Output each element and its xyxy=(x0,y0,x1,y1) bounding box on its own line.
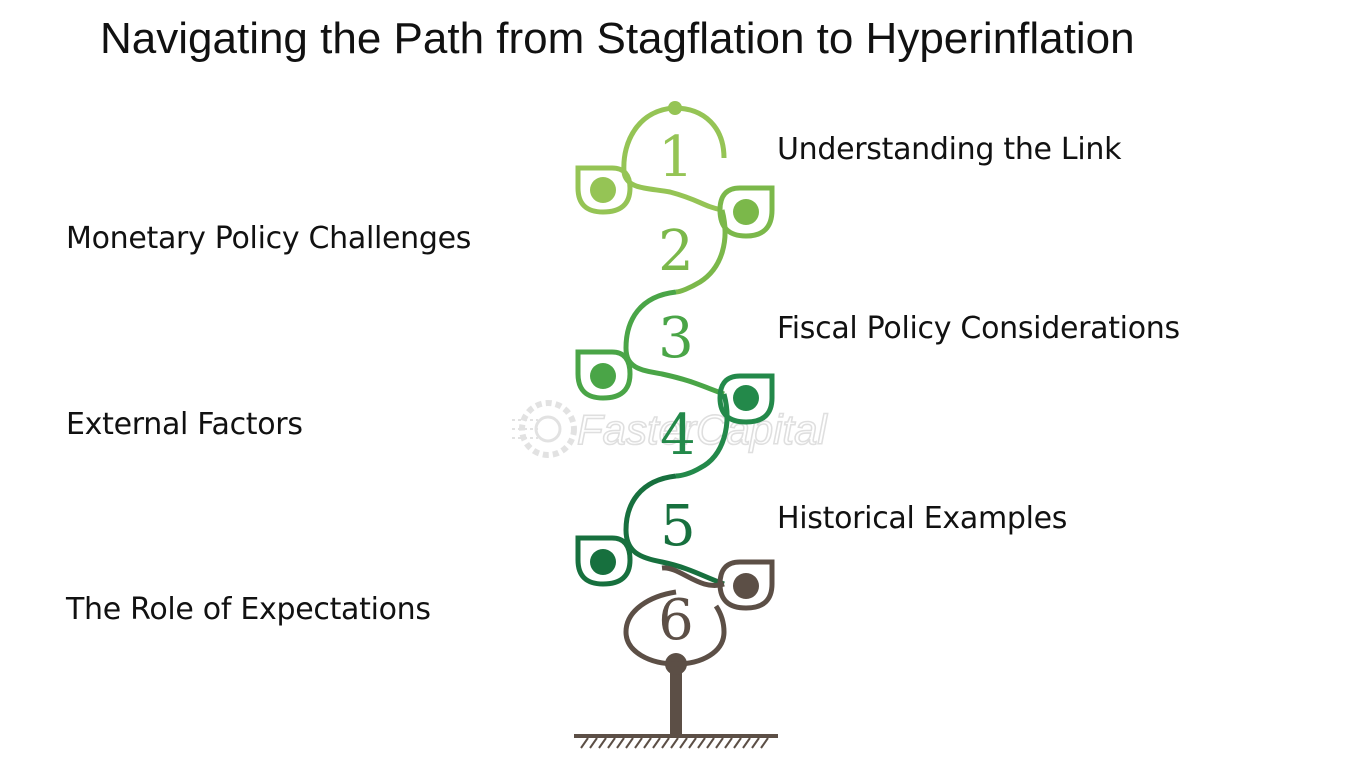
step-label-6: The Role of Expectations xyxy=(66,592,431,627)
path-segment-6 xyxy=(661,565,725,588)
step-number-2: 2 xyxy=(658,219,694,284)
ground-hatch-mark xyxy=(760,737,769,749)
path-start-dot xyxy=(668,101,682,115)
ground-hatch-mark xyxy=(688,737,697,749)
ground-hatch-mark xyxy=(742,737,751,749)
step-label-4: External Factors xyxy=(66,407,303,442)
ground-hatch-mark xyxy=(661,737,670,749)
ground-hatch-mark xyxy=(670,737,679,749)
watermark-text: FasterCapital xyxy=(577,406,828,453)
leaf-6 xyxy=(717,559,775,611)
leaf-5 xyxy=(575,535,633,587)
ground-hatch-mark xyxy=(580,737,589,749)
path-segment-3 xyxy=(623,289,725,397)
path-segment-1-top xyxy=(673,105,727,159)
ground-hatch-mark xyxy=(625,737,634,749)
path-segment-5 xyxy=(623,473,725,587)
step-number-3: 3 xyxy=(658,306,694,371)
path-segment-2 xyxy=(675,209,728,295)
step-number-1: 1 xyxy=(658,125,694,190)
leaf-1 xyxy=(575,165,633,215)
ground-hatch xyxy=(580,737,769,749)
gear-icon xyxy=(519,400,577,458)
ground-hatch-mark xyxy=(607,737,616,749)
ground-hatch-mark xyxy=(724,737,733,749)
step-number-4: 4 xyxy=(660,403,696,468)
leaf-2 xyxy=(717,185,775,239)
ground-hatch-mark xyxy=(652,737,661,749)
ground-hatch-mark xyxy=(634,737,643,749)
step-number-5: 5 xyxy=(660,494,696,559)
ground-hatch-mark xyxy=(706,737,715,749)
ground-hatch-mark xyxy=(598,737,607,749)
ground-hatch-mark xyxy=(751,737,760,749)
ground-hatch-mark xyxy=(697,737,706,749)
leaf-3 xyxy=(575,349,633,401)
ground-hatch-mark xyxy=(589,737,598,749)
ground-hatch-mark xyxy=(679,737,688,749)
ground-hatch-mark xyxy=(616,737,625,749)
step-label-1: Understanding the Link xyxy=(777,132,1122,167)
ground-hatch-mark xyxy=(715,737,724,749)
path-segment-6-base xyxy=(623,589,727,667)
page-title: Navigating the Path from Stagflation to … xyxy=(100,14,1135,63)
ground-hatch-mark xyxy=(643,737,652,749)
step-number-6: 6 xyxy=(658,588,694,653)
step-label-2: Monetary Policy Challenges xyxy=(66,221,472,256)
step-label-3: Fiscal Policy Considerations xyxy=(777,311,1180,346)
step-label-5: Historical Examples xyxy=(777,501,1068,536)
watermark-logo: FasterCapital xyxy=(512,400,829,458)
leaf-4 xyxy=(717,373,775,425)
ground-hatch-mark xyxy=(733,737,742,749)
